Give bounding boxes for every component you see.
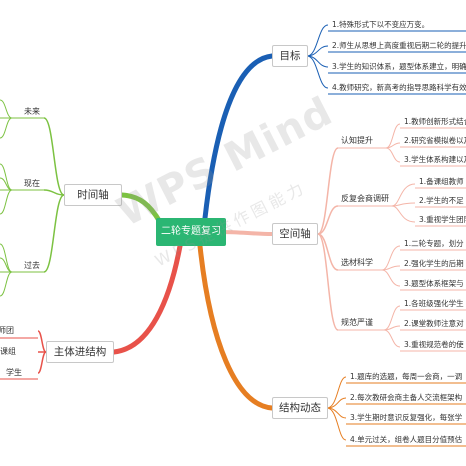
space-leaf[interactable]: 1.教师创新形式结合 [404,117,466,126]
structure-item[interactable]: 2.每次教研会商主备人交流框架构 [350,393,463,402]
space-sub-research[interactable]: 反复会商调研 [341,194,389,203]
space-leaf[interactable]: 2.研究省模拟卷以及 [404,136,466,145]
time-sub-future[interactable]: 未来 [24,107,40,116]
structure-item[interactable]: 3.学生期时意识反复强化，每张学 [350,413,463,422]
space-leaf[interactable]: 2.强化学生的后期 [404,259,464,268]
space-leaf[interactable]: 3.题型体系框架与 [404,279,464,288]
structure-item[interactable]: 4.单元过关，组卷人题目分值预估 [350,435,463,444]
goal-item[interactable]: 4.教师研究，新高考的指导思路科学有效 [332,83,466,92]
branch-subject[interactable]: 主体进结构 [46,341,114,363]
central-topic[interactable]: 二轮专题复习 [156,218,226,246]
branch-space[interactable]: 空间轴 [272,223,318,245]
goal-item[interactable]: 3.学生的知识体系，题型体系建立，明确 [332,62,466,71]
space-sub-material[interactable]: 选材科学 [341,258,373,267]
branch-structure[interactable]: 结构动态 [272,397,328,419]
goal-item[interactable]: 2.师生从思想上高度重视后期二轮的提升 [332,41,466,50]
space-leaf[interactable]: 2.课堂教师注意对 [404,319,464,328]
space-leaf[interactable]: 3.学生体系构建以及 [404,155,466,164]
connector-subject [111,243,183,355]
subject-sub-students[interactable]: 学生 [6,368,22,377]
branch-time[interactable]: 时间轴 [64,184,122,206]
connector-goal [202,53,275,221]
time-sub-past[interactable]: 过去 [24,261,40,270]
space-leaf[interactable]: 1.二轮专题，划分 [404,239,464,248]
space-leaf[interactable]: 1.备课组教师 [419,177,464,186]
connector-time [119,192,163,225]
space-leaf[interactable]: 3.重视规范卷的使 [404,340,464,349]
space-sub-rigor[interactable]: 规范严谨 [341,318,373,327]
space-leaf[interactable]: 1.各班级强化学生 [404,299,464,308]
structure-item[interactable]: 1.题库的选题，每周一会商，一调 [350,372,463,381]
connector-structure [197,243,275,411]
space-leaf[interactable]: 3.重视学生团队 [419,215,466,224]
subject-sub-prep-group[interactable]: 备课组 [0,347,16,356]
time-sub-present[interactable]: 现在 [24,179,40,188]
space-leaf[interactable]: 2.学生的不足 [419,196,464,205]
connector-space [220,230,274,236]
goal-item[interactable]: 1.特殊形式下以不变应万变。 [332,20,430,29]
branch-goal[interactable]: 目标 [272,45,308,67]
subject-sub-teachers[interactable]: 学师团 [0,326,14,335]
space-sub-cognition[interactable]: 认知提升 [341,136,373,145]
